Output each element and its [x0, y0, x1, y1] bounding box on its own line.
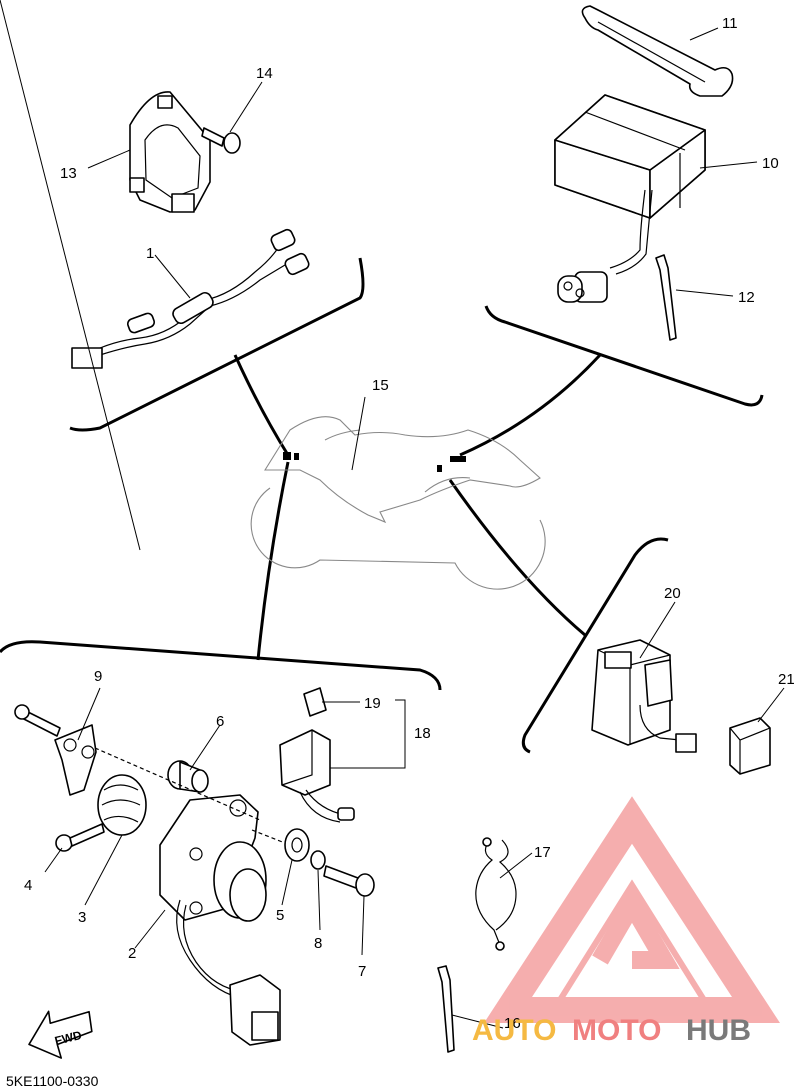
callout-5: 5 — [276, 907, 284, 924]
battery-connector — [557, 271, 608, 303]
bolt-14 — [201, 127, 241, 154]
rectifier-regulator — [129, 91, 211, 213]
damper-3 — [97, 774, 147, 836]
watermark-logo — [483, 796, 781, 1023]
callout-21: 21 — [778, 671, 795, 688]
callout-14: 14 — [256, 65, 273, 82]
grommet-5 — [284, 828, 310, 862]
clamp-17 — [475, 837, 517, 951]
screw-4 — [55, 823, 105, 852]
callout-7: 7 — [358, 963, 366, 980]
callout-12: 12 — [738, 289, 755, 306]
battery-band — [581, 5, 734, 97]
callout-20: 20 — [664, 585, 681, 602]
callout-1: 1 — [146, 245, 154, 262]
callout-6: 6 — [216, 713, 224, 730]
callout-4: 4 — [24, 877, 32, 894]
fuse-19 — [303, 687, 327, 717]
connector-21 — [729, 717, 771, 775]
watermark-auto: AUTO — [472, 1014, 556, 1047]
callout-19: 19 — [364, 695, 381, 712]
cable-tie-16 — [437, 965, 455, 1053]
watermark-hub: HUB — [686, 1014, 751, 1047]
relay-unit-20 — [591, 639, 697, 753]
cable-tie-12 — [655, 254, 677, 341]
relay-18 — [279, 729, 355, 823]
bolt-7 — [323, 865, 375, 897]
callout-3: 3 — [78, 909, 86, 926]
callout-16: 16 — [504, 1015, 521, 1032]
callout-13: 13 — [60, 165, 77, 182]
washer-8 — [310, 850, 326, 870]
callout-18: 18 — [414, 725, 431, 742]
callout-8: 8 — [314, 935, 322, 952]
panel-outlines — [0, 257, 764, 754]
collar-6 — [167, 760, 209, 793]
callout-15: 15 — [372, 377, 389, 394]
watermark-text: AUTO MOTO HUB — [472, 1014, 751, 1047]
watermark-moto: MOTO — [572, 1014, 661, 1047]
motorcycle-silhouette — [250, 416, 546, 590]
callout-11: 11 — [722, 15, 738, 32]
fwd-label: FWD — [53, 1028, 83, 1048]
diagram-code: 5KE1100-0330 — [6, 1073, 99, 1089]
starter-relay-2 — [94, 747, 291, 1046]
callout-2: 2 — [128, 945, 136, 962]
leader-lines — [0, 0, 785, 1029]
fwd-arrow: FWD — [28, 1010, 93, 1059]
battery — [554, 94, 706, 303]
callout-17: 17 — [534, 844, 551, 861]
callout-labels: 1 2 3 4 5 6 7 8 9 10 11 12 13 14 15 16 1… — [24, 15, 795, 1032]
bracket-9 — [14, 704, 97, 796]
callout-10: 10 — [762, 155, 779, 172]
wire-harness — [71, 228, 310, 369]
callout-9: 9 — [94, 668, 102, 685]
